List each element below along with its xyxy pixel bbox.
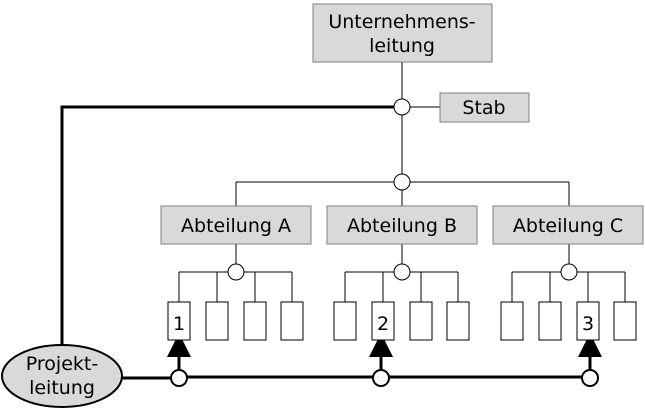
project-leadership-label-2: leitung <box>29 377 95 399</box>
unit-c3 <box>576 301 600 341</box>
junction-node-c <box>560 263 578 281</box>
unit-b2 <box>371 301 395 341</box>
unit-b3 <box>409 301 433 341</box>
department-b-box: Abteilung B <box>326 205 478 245</box>
department-a-label: Abteilung A <box>181 215 291 237</box>
staff-box: Stab <box>439 92 530 123</box>
unit-a1-label: 1 <box>173 313 185 335</box>
project-node-2 <box>372 369 390 387</box>
department-b-label: Abteilung B <box>347 215 457 237</box>
unit-a2 <box>205 301 229 341</box>
project-node-3 <box>581 369 599 387</box>
top-management-label-1: Unternehmens- <box>328 11 475 33</box>
junction-node-top <box>393 98 411 116</box>
department-c-label: Abteilung C <box>513 215 623 237</box>
project-to-top-line <box>60 105 394 348</box>
project-node-1 <box>170 369 188 387</box>
junction-node-b <box>393 263 411 281</box>
unit-c1 <box>500 301 524 341</box>
unit-a1 <box>167 301 191 341</box>
top-management-box: Unternehmens- leitung <box>312 3 493 63</box>
unit-c4 <box>613 301 637 341</box>
junction-node-a <box>227 263 245 281</box>
staff-label: Stab <box>462 97 505 119</box>
junction-node-departments <box>393 173 411 191</box>
department-a-box: Abteilung A <box>160 205 312 245</box>
unit-b4 <box>446 301 470 341</box>
unit-c3-label: 3 <box>582 313 594 335</box>
department-c-box: Abteilung C <box>492 205 644 245</box>
project-leadership-node: Projekt- leitung <box>1 344 123 408</box>
top-management-label-2: leitung <box>369 35 435 57</box>
unit-b2-label: 2 <box>377 313 389 335</box>
unit-b1 <box>333 301 357 341</box>
unit-a3 <box>243 301 267 341</box>
project-leadership-label-1: Projekt- <box>26 353 98 375</box>
dept-a-subtree <box>178 271 293 302</box>
unit-c2 <box>538 301 562 341</box>
unit-a4 <box>280 301 304 341</box>
